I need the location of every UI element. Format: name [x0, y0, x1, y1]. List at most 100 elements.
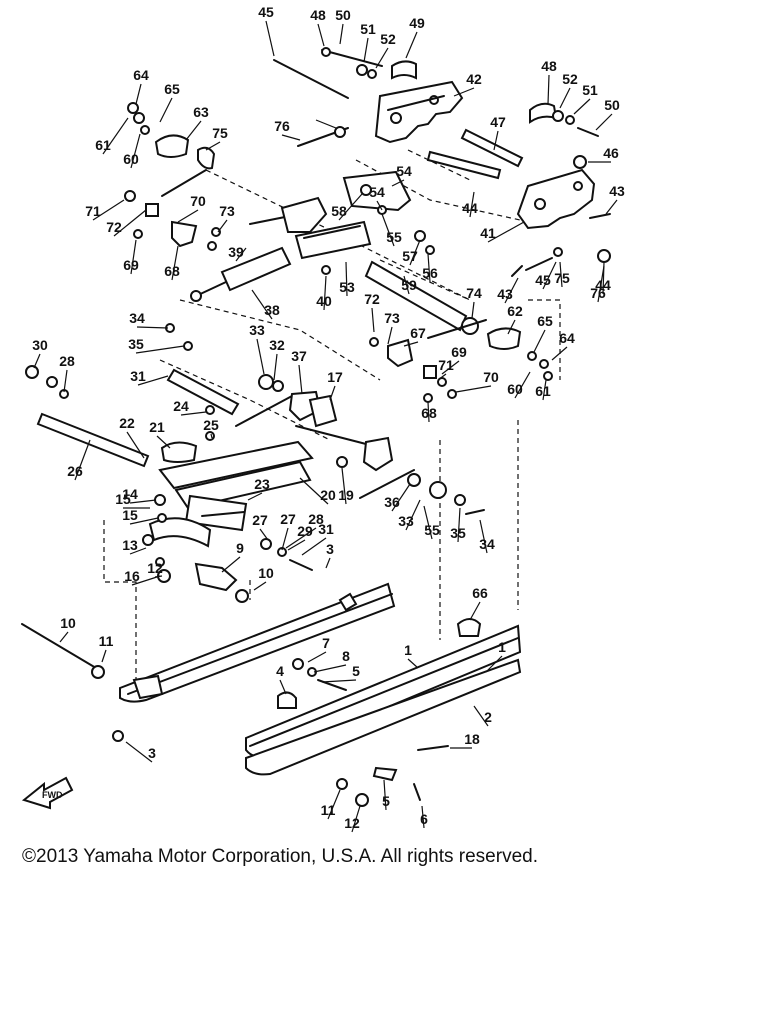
callout-leader [298, 364, 303, 395]
callout-leader [321, 679, 357, 683]
callout-leader [455, 385, 492, 393]
callout-leader [74, 439, 91, 481]
callout-leader [329, 385, 336, 401]
front-marker-label: FWD [42, 790, 63, 800]
callout-number: 38 [264, 302, 280, 318]
callout-number: 59 [401, 277, 417, 293]
callout-leader [265, 20, 275, 57]
callout-leader [471, 301, 475, 319]
callout-leader [427, 253, 431, 283]
callout-leader [403, 275, 410, 295]
callout-leader [327, 789, 341, 820]
callout-number: 55 [424, 522, 440, 538]
rail-frame [25, 365, 314, 603]
callout-number: 28 [59, 353, 75, 369]
callout-number: 75 [554, 270, 570, 286]
callout-number: 57 [402, 248, 418, 264]
callout-leader [409, 239, 421, 266]
callout-number: 8 [342, 648, 350, 664]
callout-number: 53 [339, 279, 355, 295]
callout-number: 65 [164, 81, 180, 97]
callout-number: 50 [335, 7, 351, 23]
callout-leader [131, 575, 161, 586]
callout-number: 71 [85, 203, 101, 219]
callout-leader [301, 537, 327, 556]
diagram-canvas: FWD 123456789101112131415161718192021222… [21, 4, 625, 833]
callout-leader [299, 477, 329, 505]
callout-number: 45 [535, 272, 551, 288]
callout-leader [135, 345, 185, 354]
callout-number: 56 [422, 265, 438, 281]
callout-leader [542, 261, 557, 290]
callout-number: 15 [115, 491, 131, 507]
callout-leader [177, 209, 199, 223]
callout-number: 34 [479, 536, 495, 552]
callout-number: 24 [173, 398, 189, 414]
callout-number: 76 [274, 118, 290, 134]
callout-leader [315, 119, 337, 129]
upper-rods [161, 49, 524, 225]
callout-leader [129, 517, 159, 525]
callout-number: 51 [360, 21, 376, 37]
callout-leader [113, 209, 147, 237]
callout-leader [221, 556, 241, 573]
callout-number: 11 [99, 633, 114, 649]
callout-number: 48 [541, 58, 557, 74]
callout-number: 1 [498, 639, 506, 655]
callout-leader [125, 741, 153, 763]
callout-number: 72 [106, 219, 122, 235]
callout-number: 63 [193, 104, 209, 120]
callout-leader [487, 221, 525, 243]
callout-leader [391, 179, 405, 187]
callout-leader [92, 199, 125, 221]
callout-leader [423, 505, 433, 540]
callout-number: 43 [497, 286, 513, 302]
callout-number: 44 [595, 277, 611, 293]
callout-leader [247, 492, 263, 501]
callout-number: 29 [297, 523, 313, 539]
callout-number: 4 [276, 663, 284, 679]
callout-leader [136, 326, 169, 329]
callout-leader [33, 353, 41, 369]
callout-number: 5 [382, 793, 390, 809]
callout-number: 32 [269, 337, 285, 353]
callout-number: 47 [490, 114, 506, 130]
callout-leader [63, 369, 68, 393]
copyright-notice: ©2013 Yamaha Motor Corporation, U.S.A. A… [22, 846, 538, 867]
callout-number: 33 [249, 322, 265, 338]
callout-leader [253, 581, 267, 591]
callout-number: 3 [326, 541, 334, 557]
callout-leader [273, 353, 278, 381]
callout-leader [180, 411, 207, 416]
callout-number: 70 [190, 193, 206, 209]
hardware-small [124, 47, 611, 403]
callout-number: 14 [122, 486, 138, 502]
callout-number: 2 [484, 709, 492, 725]
callout-number: 1 [404, 642, 412, 658]
callout-number: 19 [338, 487, 354, 503]
callout-leader [345, 261, 348, 297]
callout-number: 74 [466, 285, 482, 301]
callout-leader [129, 547, 147, 555]
callout-leader [551, 346, 568, 361]
callout-number: 23 [254, 476, 270, 492]
callout-number: 50 [604, 97, 620, 113]
callout-number: 54 [369, 184, 385, 200]
callout-leader [559, 87, 571, 109]
callout-leader [457, 507, 461, 543]
callout-leader [313, 664, 347, 673]
callout-number: 33 [398, 513, 414, 529]
callout-leader [473, 705, 489, 727]
callout-number: 54 [396, 163, 412, 179]
callout-leader [102, 117, 129, 155]
left-slide-rail [112, 582, 396, 742]
callout-leader [493, 130, 499, 151]
callout-number: 18 [464, 731, 480, 747]
callout-number: 60 [507, 381, 523, 397]
callout-number: 7 [322, 635, 330, 651]
callout-leader [325, 557, 331, 569]
callout-number: 69 [451, 344, 467, 360]
callout-leader [130, 239, 137, 275]
callout-number: 39 [228, 244, 244, 260]
callout-number: 48 [310, 7, 326, 23]
